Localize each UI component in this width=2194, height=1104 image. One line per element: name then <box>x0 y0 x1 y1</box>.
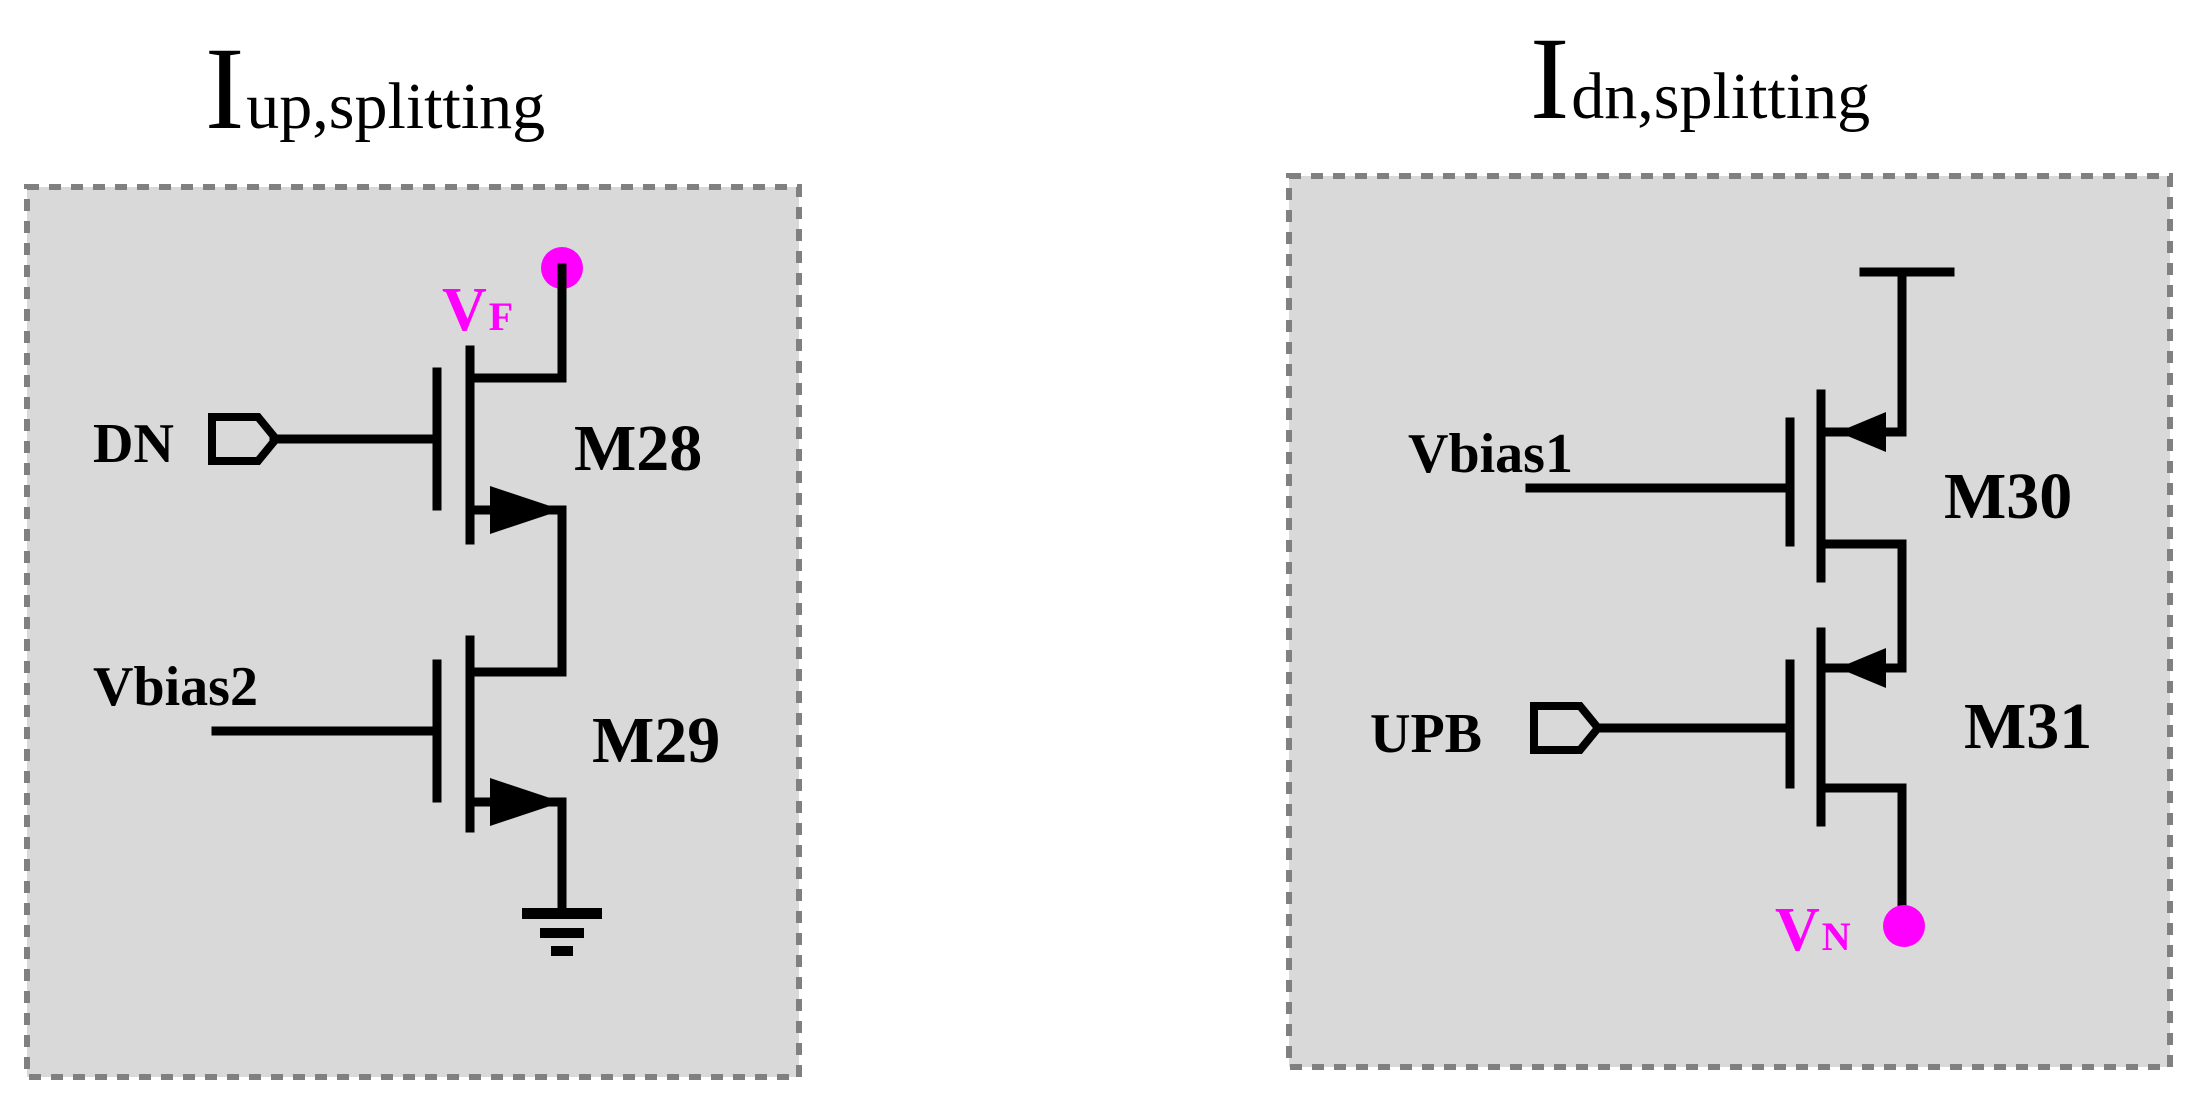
m29-label: M29 <box>592 704 720 777</box>
right-panel-frame <box>1286 173 2173 1070</box>
left-title-main: I <box>205 23 244 154</box>
vf-node-label: VF <box>442 276 513 344</box>
m29-source-wire <box>465 797 567 917</box>
transistor-m29 <box>211 635 567 917</box>
vn-node-dot <box>1883 905 1925 947</box>
right-panel-title: Idn,splitting <box>1530 13 1870 144</box>
m30-label: M30 <box>1944 460 2072 533</box>
m31-source-arrow <box>1838 648 1886 688</box>
upb-input-pin: UPB <box>1370 702 1604 765</box>
m28-label: M28 <box>574 412 702 485</box>
vf-label-main: V <box>442 276 487 344</box>
vbias1-label: Vbias1 <box>1408 423 1573 485</box>
ground-icon <box>522 908 602 956</box>
m31-drain-wire <box>1816 783 1907 931</box>
vf-label-sub: F <box>489 294 513 339</box>
transistor-m30 <box>1525 267 1907 673</box>
upb-label: UPB <box>1370 703 1482 765</box>
right-title-main: I <box>1530 13 1569 144</box>
vn-label-main: V <box>1775 896 1820 964</box>
dn-pin-icon <box>208 413 282 465</box>
left-panel: Iup,splitting VF DN M28 <box>24 23 802 1080</box>
vbias2-label: Vbias2 <box>93 656 258 718</box>
upb-pin-icon <box>1530 702 1604 754</box>
dn-label: DN <box>93 413 174 475</box>
left-panel-frame <box>24 184 802 1080</box>
m28-source-wire <box>465 505 567 677</box>
m31-label: M31 <box>1964 690 2092 763</box>
left-title-sub: up,splitting <box>246 70 545 143</box>
dn-input-pin: DN <box>93 413 282 475</box>
transistor-m31 <box>1593 627 1907 931</box>
vn-node-label: VN <box>1775 896 1851 964</box>
m30-source-arrow <box>1838 412 1886 452</box>
m28-drain-wire <box>465 263 567 383</box>
m30-drain-wire <box>1816 539 1907 673</box>
vn-label-sub: N <box>1822 914 1851 959</box>
left-panel-title: Iup,splitting <box>205 23 545 154</box>
transistor-m28 <box>269 263 567 677</box>
right-title-sub: dn,splitting <box>1571 60 1870 133</box>
right-panel: Idn,splitting Vbias1 M30 UPB <box>1286 13 2173 1070</box>
